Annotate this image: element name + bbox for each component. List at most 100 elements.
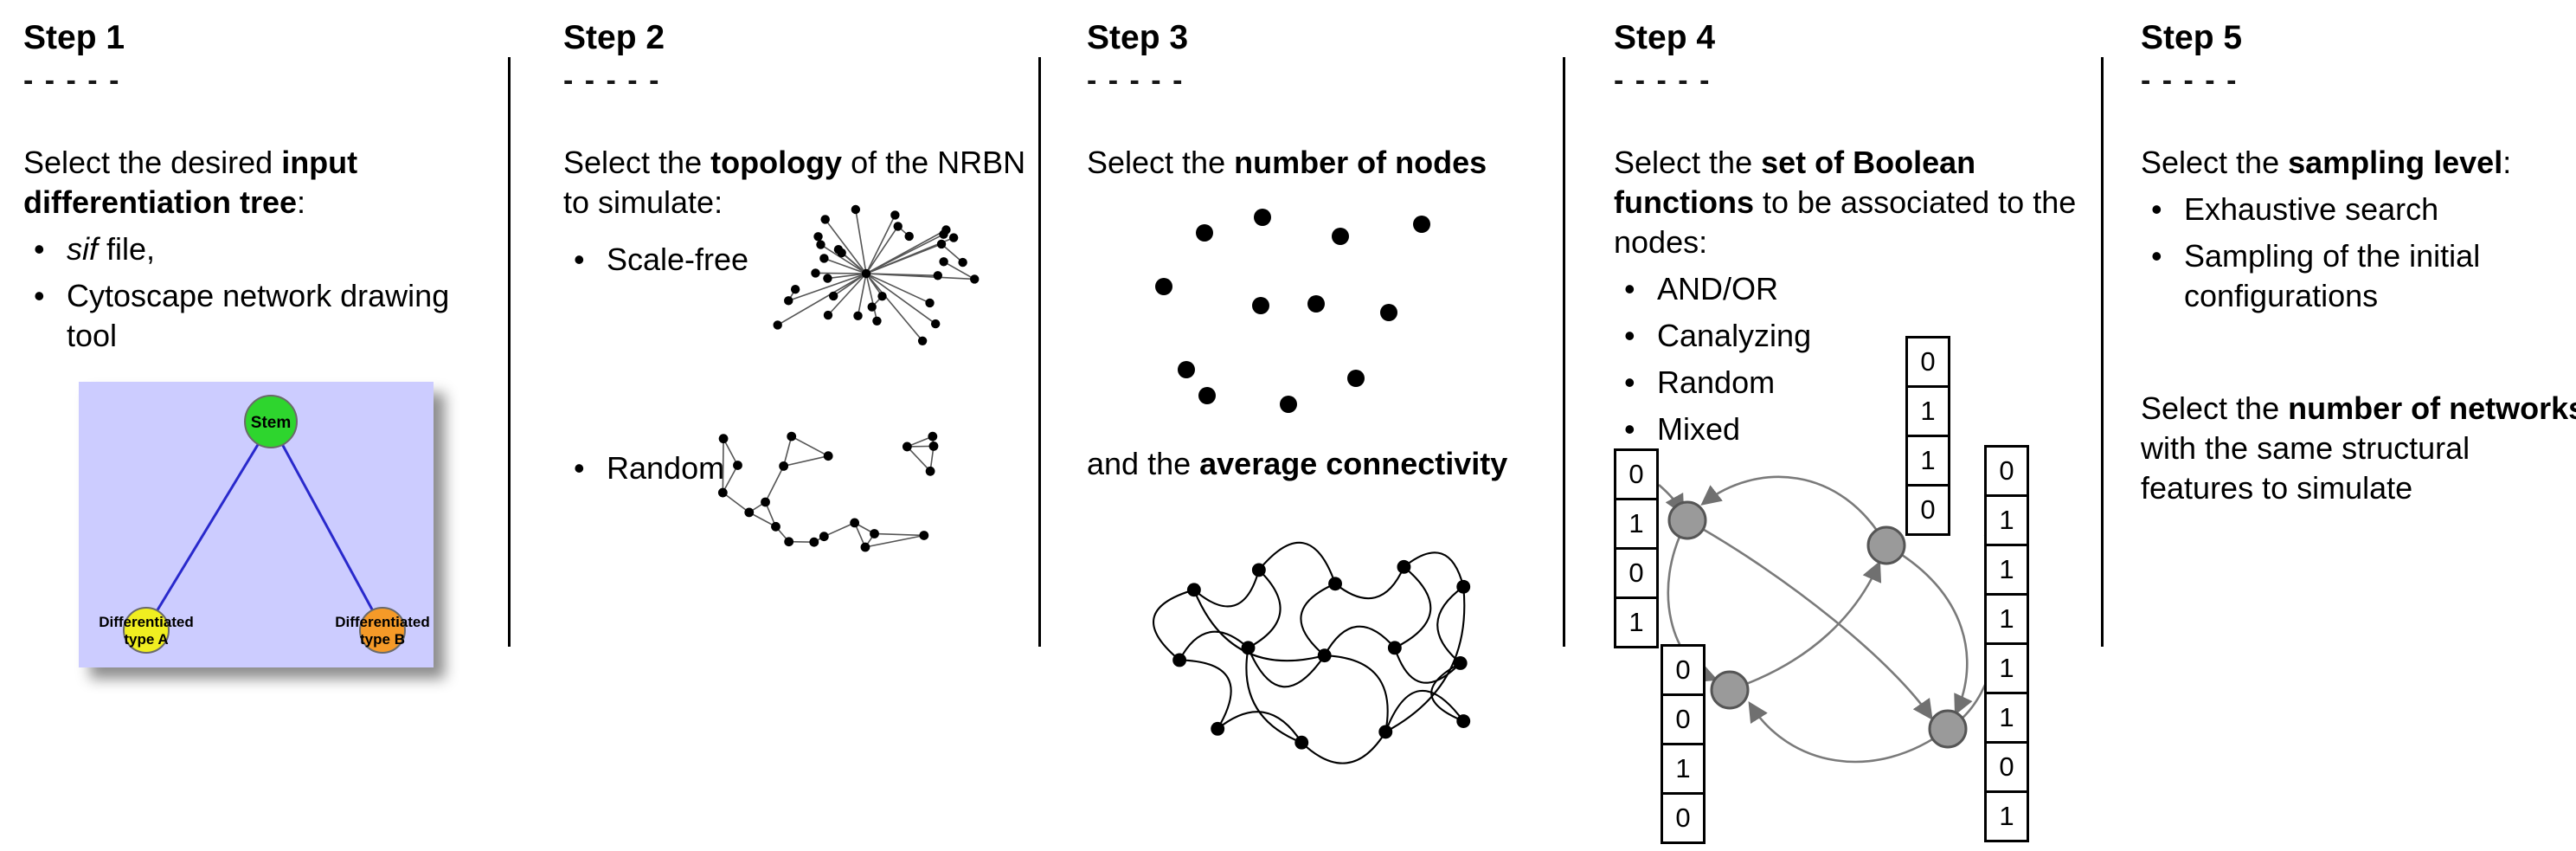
tree-edges bbox=[145, 422, 384, 629]
intro-bold: number of networks bbox=[2288, 390, 2576, 426]
column-divider bbox=[508, 57, 511, 647]
intro-pre: Select the bbox=[563, 145, 711, 180]
stem-node bbox=[244, 395, 298, 448]
intro-pre: Select the bbox=[1087, 145, 1235, 180]
step-5-column: Step 5 - - - - - Select the sampling lev… bbox=[2141, 0, 2576, 508]
bullet-canalyzing: Canalyzing bbox=[1614, 316, 2090, 356]
table-cell: 1 bbox=[1661, 743, 1706, 795]
type-b-label-line2: type B bbox=[360, 631, 405, 648]
table-cell: 1 bbox=[1905, 385, 1950, 437]
step-2-column: Step 2 - - - - - Select the topology of … bbox=[563, 0, 1031, 851]
type-a-label-line2: type A bbox=[124, 631, 168, 648]
table-cell: 0 bbox=[1661, 644, 1706, 696]
bullet-random: Random bbox=[563, 448, 1031, 488]
step-3-title: Step 3 bbox=[1087, 19, 1189, 56]
nodes-dots-figure bbox=[1155, 209, 1430, 413]
step-5-title: Step 5 bbox=[2141, 19, 2243, 56]
bullet-text: Random bbox=[607, 450, 725, 486]
bullet-text: Exhaustive search bbox=[2184, 191, 2439, 227]
differentiation-tree-figure: Stem Differentiated type A Differentiate… bbox=[79, 382, 434, 667]
type-a-label-line1: Differentiated bbox=[99, 614, 194, 630]
bullet-text: Scale-free bbox=[607, 242, 749, 277]
step-4-title: Step 4 bbox=[1614, 19, 1716, 56]
step-1-column: Step 1 - - - - - Select the desired inpu… bbox=[23, 0, 478, 667]
table-cell: 1 bbox=[1905, 435, 1950, 487]
network-arrows bbox=[1658, 475, 2004, 764]
step-4-column: Step 4 - - - - - Select the set of Boole… bbox=[1614, 0, 2090, 851]
table-cell: 0 bbox=[1661, 792, 1706, 844]
bullet-random-functions: Random bbox=[1614, 363, 2090, 403]
step-5-intro: Select the sampling level: bbox=[2141, 143, 2576, 183]
intro-post: with the same structural features to sim… bbox=[2141, 430, 2470, 506]
boolean-table-right: 0 1 1 1 1 1 0 1 bbox=[1984, 445, 2029, 842]
boolean-network-graph bbox=[1658, 475, 2004, 764]
bullet-text: Random bbox=[1657, 364, 1776, 400]
table-cell: 1 bbox=[1984, 494, 2029, 546]
intro-post: of the NRBN to simulate: bbox=[563, 145, 1026, 220]
table-cell: 0 bbox=[1905, 336, 1950, 388]
table-cell: 0 bbox=[1984, 741, 2029, 793]
intro-post: : bbox=[297, 184, 306, 220]
bullet-text: Mixed bbox=[1657, 411, 1741, 447]
column-divider bbox=[1563, 57, 1565, 647]
intro-pre: Select the bbox=[1614, 145, 1762, 180]
table-cell: 0 bbox=[1905, 484, 1950, 536]
table-cell: 0 bbox=[1614, 448, 1659, 500]
intro-pre: and the bbox=[1087, 446, 1200, 481]
table-cell: 0 bbox=[1614, 547, 1659, 599]
intro-bold: set of Boolean functions bbox=[1614, 145, 1976, 220]
tree-graphic: Stem Differentiated type A Differentiate… bbox=[79, 382, 434, 667]
step-1-separator: - - - - - bbox=[23, 64, 121, 97]
step-3-separator: - - - - - bbox=[1087, 64, 1185, 97]
bullet-and-or: AND/OR bbox=[1614, 269, 2090, 309]
table-cell: 1 bbox=[1614, 596, 1659, 648]
bullet-cytoscape: Cytoscape network drawing tool bbox=[23, 276, 478, 356]
bullet-italic: sif bbox=[67, 231, 98, 267]
step-2-title: Step 2 bbox=[563, 19, 665, 56]
intro-pre: Select the bbox=[2141, 390, 2289, 426]
intro-post: : bbox=[2502, 145, 2512, 180]
stem-label: Stem bbox=[251, 414, 291, 432]
bullet-text: AND/OR bbox=[1657, 271, 1779, 306]
bullet-text: Cytoscape network drawing tool bbox=[67, 278, 450, 353]
random-network-figure bbox=[717, 431, 939, 552]
step-3-line1: Select the number of nodes bbox=[1087, 143, 1558, 183]
type-b-label-line1: Differentiated bbox=[335, 614, 430, 630]
table-cell: 0 bbox=[1661, 693, 1706, 745]
intro-bold: topology bbox=[710, 145, 843, 180]
table-cell: 0 bbox=[1984, 445, 2029, 497]
bullet-scale-free: Scale-free bbox=[563, 240, 1031, 280]
intro-pre: Select the desired bbox=[23, 145, 282, 180]
intro-bold: sampling level bbox=[2288, 145, 2503, 180]
table-cell: 1 bbox=[1984, 692, 2029, 744]
bullet-exhaustive-search: Exhaustive search bbox=[2141, 190, 2576, 229]
network-nodes bbox=[1667, 500, 1968, 749]
step-4-separator: - - - - - bbox=[1614, 64, 1712, 97]
scale-free-network-figure bbox=[773, 204, 980, 346]
intro-post: to be associated to the nodes: bbox=[1614, 184, 2077, 260]
boolean-table-top: 0 1 1 0 bbox=[1905, 336, 1950, 536]
table-cell: 1 bbox=[1984, 790, 2029, 842]
column-divider bbox=[2101, 57, 2104, 647]
bullet-text: Sampling of the initial configurations bbox=[2184, 238, 2481, 313]
boolean-network-figure: 0 1 0 1 0 1 1 0 0 1 1 1 1 1 0 1 bbox=[1614, 332, 2051, 851]
intro-bold: number of nodes bbox=[1234, 145, 1487, 180]
table-cell: 1 bbox=[1984, 544, 2029, 596]
step-1-title: Step 1 bbox=[23, 19, 125, 56]
table-cell: 1 bbox=[1984, 642, 2029, 694]
bullet-mixed: Mixed bbox=[1614, 409, 2090, 449]
step-2-separator: - - - - - bbox=[563, 64, 661, 97]
table-cell: 1 bbox=[1984, 593, 2029, 645]
intro-bold: input differentiation tree bbox=[23, 145, 358, 220]
step-3-line2: and the average connectivity bbox=[1087, 444, 1558, 484]
bullet-rest: file, bbox=[98, 231, 156, 267]
table-cell: 1 bbox=[1614, 498, 1659, 550]
bullet-sif-file: sif file, bbox=[23, 229, 478, 269]
intro-bold: average connectivity bbox=[1199, 446, 1508, 481]
boolean-table-left: 0 1 0 1 bbox=[1614, 448, 1659, 648]
bullet-text: Canalyzing bbox=[1657, 318, 1812, 353]
bullet-sampling-initial-configurations: Sampling of the initial configurations bbox=[2141, 236, 2576, 316]
boolean-table-bottom: 0 0 1 0 bbox=[1661, 644, 1706, 844]
type-b-node bbox=[359, 607, 406, 654]
